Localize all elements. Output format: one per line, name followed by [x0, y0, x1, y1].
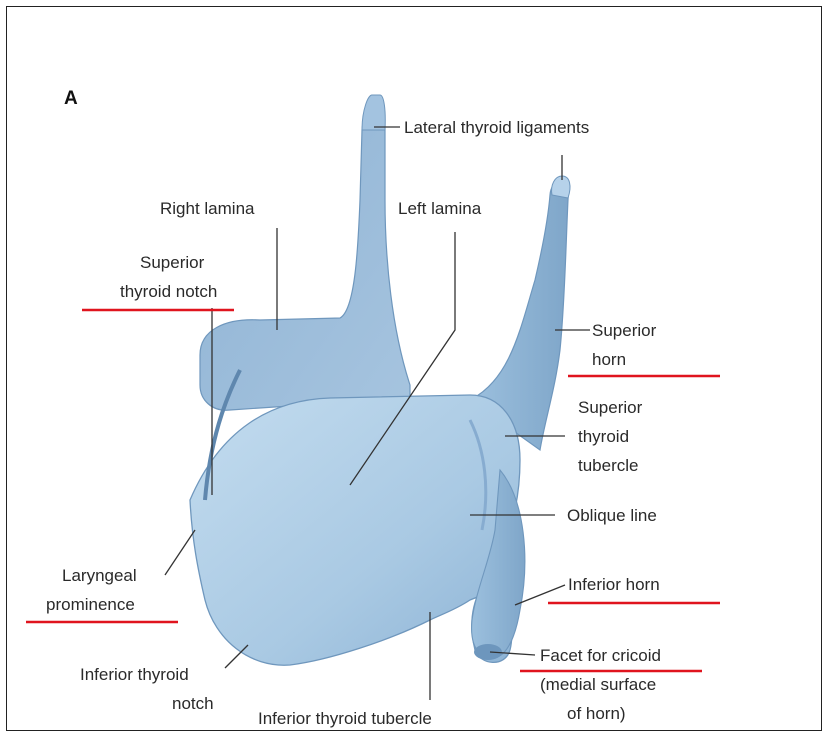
label-superior-thyroid-tubercle-line1: Superior — [578, 398, 643, 417]
label-superior-thyroid-tubercle-line3: tubercle — [578, 456, 638, 475]
label-facet-for-cricoid-line2: (medial surface — [540, 675, 656, 694]
label-superior-thyroid-tubercle-line2: thyroid — [578, 427, 629, 446]
left-horn-tip — [552, 176, 570, 198]
label-facet-for-cricoid-line3: of horn) — [567, 704, 626, 723]
label-facet-for-cricoid-line1: Facet for cricoid — [540, 646, 661, 665]
label-lateral-thyroid-ligaments: Lateral thyroid ligaments — [404, 118, 589, 137]
label-inferior-thyroid-notch-line1: Inferior thyroid — [80, 665, 189, 684]
label-oblique-line: Oblique line — [567, 506, 657, 525]
label-superior-horn-line1: Superior — [592, 321, 657, 340]
label-inferior-horn: Inferior horn — [568, 575, 660, 594]
label-inferior-thyroid-tubercle: Inferior thyroid tubercle — [258, 709, 432, 728]
label-superior-horn-line2: horn — [592, 350, 626, 369]
label-laryngeal-prominence-line2: prominence — [46, 595, 135, 614]
label-inferior-thyroid-notch-line2: notch — [172, 694, 214, 713]
label-superior-thyroid-notch-line1: Superior — [140, 253, 205, 272]
label-right-lamina: Right lamina — [160, 199, 255, 218]
right-lamina-shape — [200, 115, 410, 410]
right-superior-horn — [362, 95, 385, 130]
label-left-lamina: Left lamina — [398, 199, 482, 218]
panel-letter: A — [64, 88, 78, 109]
label-superior-thyroid-notch-line2: thyroid notch — [120, 282, 217, 301]
left-lamina-shape — [190, 395, 520, 665]
label-laryngeal-prominence-line1: Laryngeal — [62, 566, 137, 585]
leader-laryngeal-prominence — [165, 530, 195, 575]
